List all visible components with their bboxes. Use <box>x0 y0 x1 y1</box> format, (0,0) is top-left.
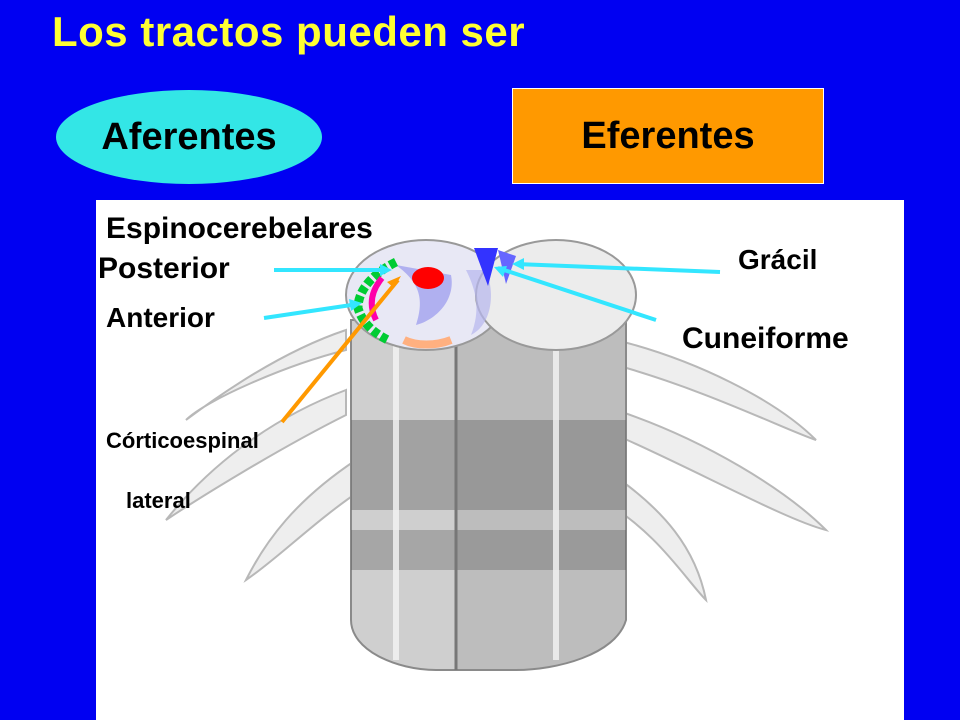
gracile-tract <box>474 248 498 286</box>
afferent-label: Aferentes <box>56 90 322 184</box>
label-corticospinal: Córticoespinal <box>106 428 259 453</box>
pointer-lines <box>263 258 721 424</box>
spinal-cord-illustration <box>165 239 830 671</box>
anterior-pointer <box>263 302 359 320</box>
tract-markers <box>353 248 516 349</box>
label-spinocerebellar: Espinocerebelares <box>106 212 373 245</box>
spinal-cord-body <box>350 319 627 671</box>
label-gracile: Grácil <box>738 244 818 275</box>
spinal-cord-diagram: Espinocerebelares Posterior Anterior Grá… <box>96 200 904 720</box>
label-lateral: lateral <box>126 488 191 513</box>
label-posterior: Posterior <box>98 252 230 285</box>
slide-title: Los tractos pueden ser <box>52 8 526 55</box>
efferent-text: Eferentes <box>581 114 755 157</box>
afferent-text: Aferentes <box>101 115 277 158</box>
cuneate-tract <box>498 250 516 284</box>
spinocerebellar-posterior-tract <box>412 267 444 289</box>
nerve-roots <box>165 328 830 604</box>
efferent-label: Eferentes <box>512 88 824 184</box>
label-anterior: Anterior <box>106 302 215 333</box>
gracile-pointer <box>515 262 721 274</box>
label-cuneate: Cuneiforme <box>682 322 849 355</box>
cuneate-pointer <box>497 266 657 322</box>
corticospinal-pointer <box>280 278 400 424</box>
spinocerebellar-anterior-tract <box>353 257 399 345</box>
